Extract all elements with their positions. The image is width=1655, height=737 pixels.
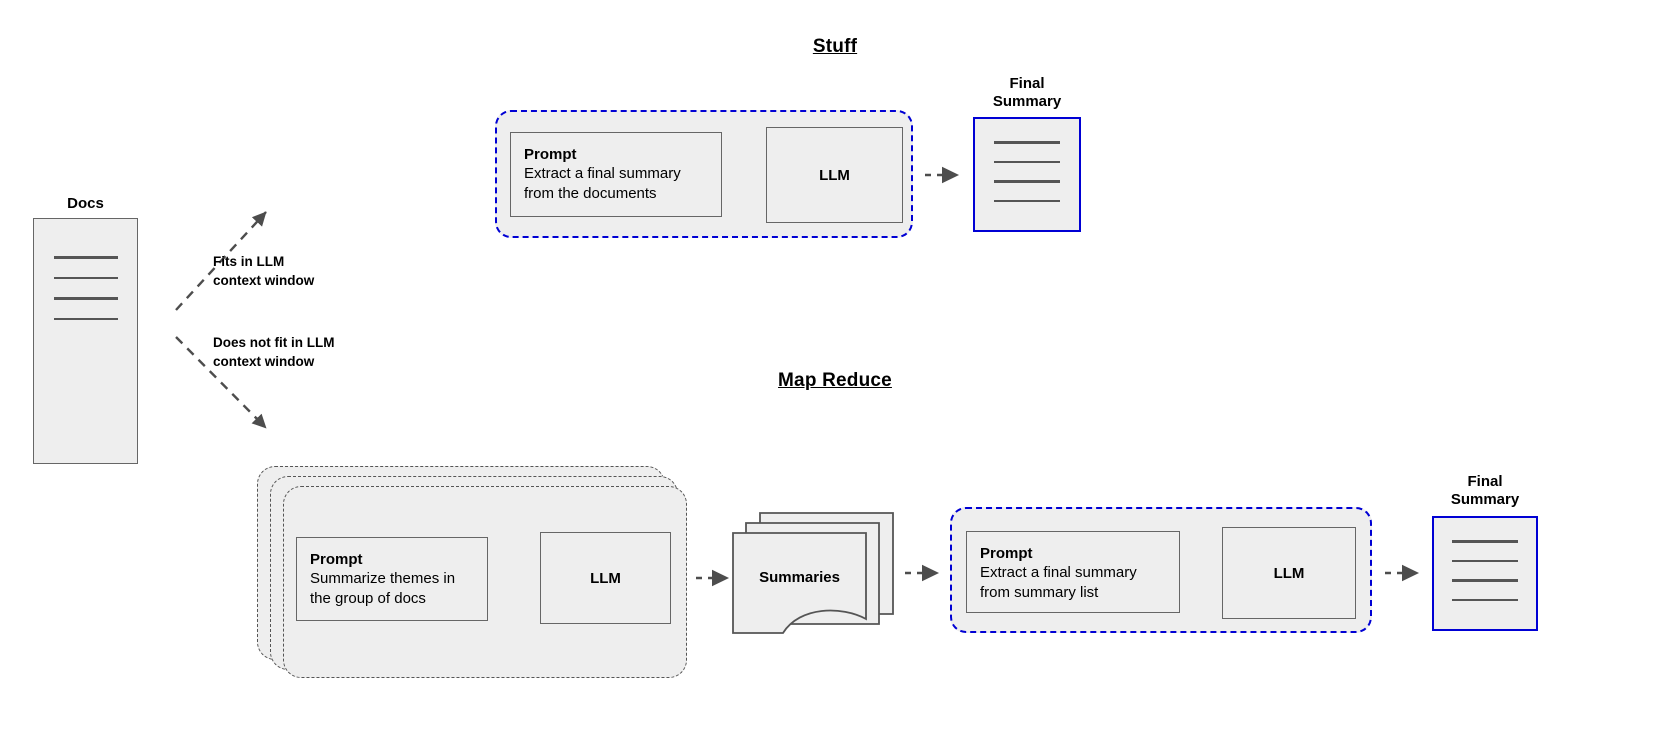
map-llm-box: LLM (540, 532, 671, 624)
docs-rule-line (53, 297, 118, 300)
reduce-llm-box: LLM (1222, 527, 1356, 619)
docs-rule-line (53, 276, 118, 280)
reduce-final-summary-caption-line1: Final (1467, 473, 1503, 490)
docs-rule-line (53, 256, 118, 259)
reduce-prompt-title: Prompt (980, 545, 1033, 562)
map-prompt-line2: the group of docs (310, 590, 426, 607)
docs-box (33, 218, 138, 464)
reduce-prompt-box: Prompt Extract a final summary from summ… (966, 531, 1180, 613)
map-prompt-box: Prompt Summarize themes in the group of … (296, 537, 488, 621)
stuff-final-summary-caption-line2: Summary (992, 93, 1062, 110)
summary-rule-line (1452, 540, 1518, 543)
summary-rule-line (1452, 559, 1518, 563)
stuff-final-summary-caption-line1: Final (1009, 75, 1045, 92)
section-title-stuff: Stuff (812, 36, 858, 57)
reduce-prompt-line2: from summary list (980, 584, 1099, 601)
summaries-label: Summaries (733, 569, 866, 587)
branch-label-fits-line2: context window (213, 273, 315, 288)
reduce-final-summary-caption: Final Summary (1432, 473, 1538, 509)
summary-rule-line (1452, 598, 1518, 602)
stuff-prompt-title: Prompt (524, 146, 577, 163)
stuff-final-summary-caption: Final Summary (973, 75, 1081, 111)
reduce-prompt-line1: Extract a final summary (980, 564, 1137, 581)
stuff-final-summary-box (973, 117, 1081, 232)
branch-label-fits: Fits in LLM context window (213, 252, 314, 290)
stuff-prompt-box: Prompt Extract a final summary from the … (510, 132, 722, 217)
branch-label-does-not-fit-line1: Does not fit in LLM (213, 335, 335, 350)
summary-rule-line (994, 141, 1060, 144)
stuff-prompt-line2: from the documents (524, 185, 657, 202)
stuff-llm-label: LLM (819, 166, 850, 184)
docs-rule-line (53, 317, 118, 321)
summary-rule-line (994, 160, 1060, 164)
summary-rule-line (994, 180, 1060, 183)
branch-label-fits-line1: Fits in LLM (213, 254, 285, 269)
stuff-llm-box: LLM (766, 127, 903, 223)
map-prompt-title: Prompt (310, 551, 363, 568)
branch-label-does-not-fit-line2: context window (213, 354, 315, 369)
branch-label-does-not-fit: Does not fit in LLM context window (213, 333, 334, 371)
section-title-map-reduce: Map Reduce (778, 370, 892, 391)
summaries-label-text: Summaries (759, 569, 840, 586)
docs-caption: Docs (67, 195, 104, 212)
stuff-prompt-line1: Extract a final summary (524, 165, 681, 182)
map-prompt-line1: Summarize themes in (310, 570, 456, 587)
map-llm-label: LLM (590, 569, 621, 587)
summary-rule-line (994, 199, 1060, 203)
reduce-final-summary-caption-line2: Summary (1450, 491, 1520, 508)
reduce-llm-label: LLM (1273, 564, 1305, 582)
reduce-final-summary-box (1432, 516, 1538, 631)
summary-rule-line (1452, 579, 1518, 582)
